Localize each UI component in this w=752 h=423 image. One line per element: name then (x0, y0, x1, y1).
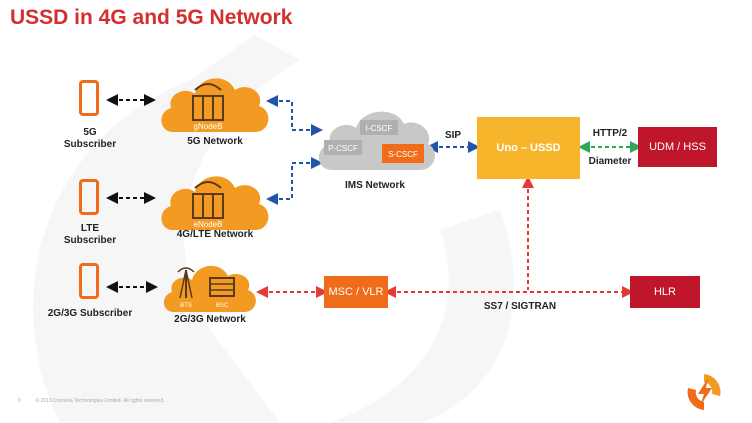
page-title: USSD in 4G and 5G Network (10, 6, 293, 29)
cloud-lte-icon: eNodeB (161, 176, 269, 230)
ss7-sigtran-label: SS7 / SIGTRAN (483, 301, 557, 312)
cloud-5g-icon: gNodeB (161, 78, 269, 132)
phone-icon (79, 179, 99, 215)
bts-label: BTS (180, 303, 192, 309)
network-2g3g-label: 2G/3G Network (174, 314, 246, 325)
company-logo-icon (687, 374, 721, 410)
uno-ussd-box: Uno – USSD (477, 117, 580, 179)
cloud-2g3g-icon: BTS BSC (163, 265, 256, 312)
link-lte-ims (266, 157, 323, 205)
footer-text: 9 © 2019 Comviva Technologies Limited. A… (18, 398, 165, 404)
icscf-label: I-CSCF (366, 124, 393, 133)
gnodeb-label: gNodeB (194, 122, 223, 131)
http2-label: HTTP/2 (592, 128, 628, 139)
bsc-label: BSC (216, 303, 229, 309)
sip-label: SIP (444, 130, 462, 141)
network-5g-label: 5G Network (187, 136, 243, 147)
subscriber-5g-label: 5G Subscriber (55, 127, 125, 151)
subscriber-lte-line1: LTE (80, 223, 100, 234)
pcscf-label: P-CSCF (328, 144, 358, 153)
udm-hss-box: UDM / HSS (638, 127, 717, 167)
copyright: © 2019 Comviva Technologies Limited. All… (35, 398, 165, 404)
subscriber-5g-line2: Subscriber (63, 139, 117, 150)
scscf-label: S-CSCF (388, 150, 418, 159)
enodeb-label: eNodeB (194, 220, 223, 229)
ims-cloud-icon: I-CSCF P-CSCF S-CSCF (318, 111, 435, 170)
hlr-box: HLR (630, 276, 700, 308)
network-lte-label: 4G/LTE Network (176, 229, 254, 240)
subscriber-lte-label: LTE Subscriber (55, 223, 125, 247)
phone-icon (79, 80, 99, 116)
link-5g-ims (266, 95, 323, 136)
msc-vlr-box: MSC / VLR (324, 276, 388, 308)
ims-network-label: IMS Network (344, 180, 405, 191)
subscriber-lte-line2: Subscriber (63, 235, 117, 246)
phone-icon (79, 263, 99, 299)
diameter-label: Diameter (588, 156, 632, 167)
page-number: 9 (18, 398, 21, 404)
subscriber-5g-line1: 5G (83, 127, 97, 138)
subscriber-2g3g-label: 2G/3G Subscriber (47, 308, 133, 319)
